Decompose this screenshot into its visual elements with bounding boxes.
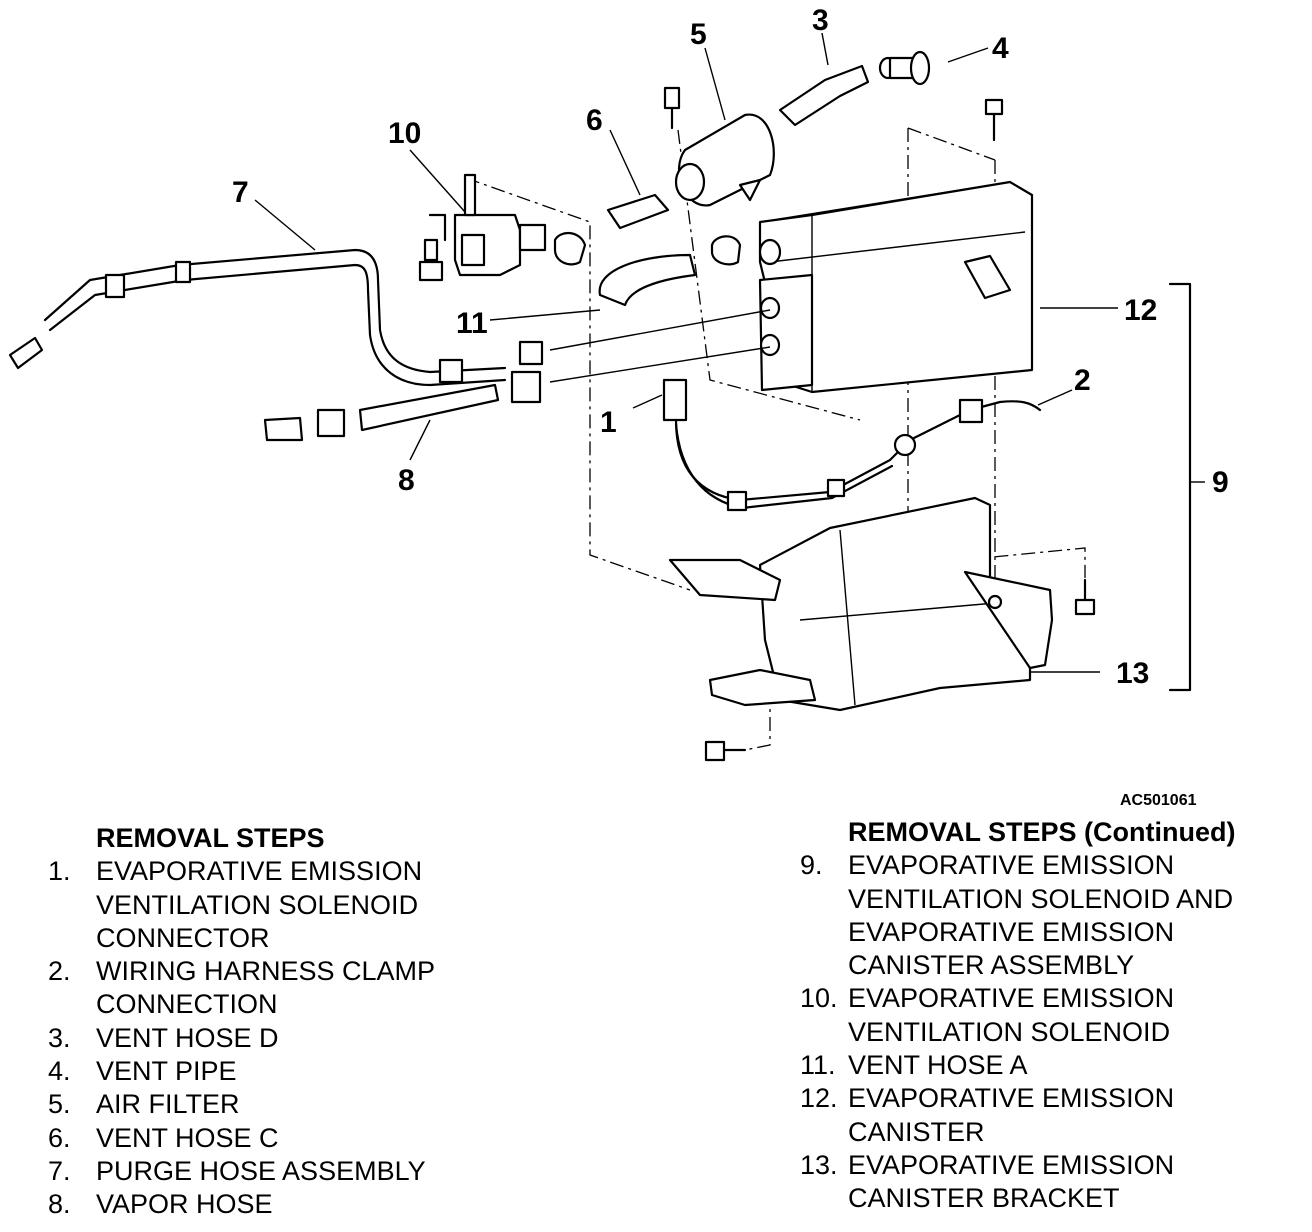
list-item: 7. PURGE HOSE ASSEMBLY	[48, 1155, 608, 1188]
callout-3: 3	[812, 4, 829, 37]
list-item: 8. VAPOR HOSE	[48, 1188, 608, 1221]
removal-steps-list: REMOVAL STEPS 1. EVAPORATIVE EMISSION VEN…	[48, 822, 608, 1222]
purge-hose-assembly	[8, 248, 544, 387]
callout-2: 2	[1074, 364, 1091, 397]
step-text: PURGE HOSE ASSEMBLY	[96, 1155, 426, 1186]
list-item: 13. EVAPORATIVE EMISSION CANISTER BRACKET	[800, 1149, 1300, 1216]
callout-9: 9	[1212, 466, 1229, 499]
figure-id: AC501061	[1120, 792, 1197, 809]
step-number: 7.	[48, 1155, 71, 1186]
callout-4: 4	[992, 32, 1009, 65]
list-item: 9. EVAPORATIVE EMISSION VENTILATION SOLEN…	[800, 849, 1300, 982]
list-item: 2. WIRING HARNESS CLAMP CONNECTION	[48, 955, 608, 1022]
callout-1: 1	[600, 406, 617, 439]
bolts	[704, 98, 1096, 762]
callout-6: 6	[586, 104, 603, 137]
callout-12: 12	[1124, 294, 1157, 327]
step-number: 10.	[800, 983, 838, 1014]
removal-steps-continued-heading: REMOVAL STEPS (Continued)	[848, 817, 1236, 847]
step-number: 4.	[48, 1056, 71, 1087]
ventilation-solenoid	[418, 173, 547, 282]
leader-lines	[254, 32, 1205, 692]
vent-pipe	[878, 50, 931, 86]
list-item: 5. AIR FILTER	[48, 1088, 608, 1121]
step-text: VENT HOSE D	[96, 1022, 279, 1053]
vent-hose-d	[778, 64, 870, 127]
step-number: 8.	[48, 1189, 71, 1220]
step-number: 5.	[48, 1089, 71, 1120]
air-filter	[663, 86, 775, 207]
step-text: EVAPORATIVE EMISSION VENTILATION SOLENOI…	[96, 856, 423, 953]
step-text: EVAPORATIVE EMISSION VENTILATION SOLENOI…	[848, 850, 1234, 981]
solenoid-connector	[662, 378, 1042, 512]
callout-7: 7	[232, 176, 249, 209]
callout-13: 13	[1116, 657, 1149, 690]
step-text: VENT HOSE A	[848, 1050, 1028, 1081]
step-number: 3.	[48, 1022, 71, 1053]
callout-labels: 1 2 3 4 5 6 7 8 9 10 11 12 13	[232, 4, 1229, 690]
step-text: VENT HOSE C	[96, 1122, 279, 1153]
exploded-view-diagram: 1 2 3 4 5 6 7 8 9 10 11 12 13	[8, 4, 1229, 762]
removal-steps-heading: REMOVAL STEPS	[96, 823, 325, 853]
step-number: 6.	[48, 1122, 71, 1153]
step-number: 2.	[48, 956, 71, 987]
step-number: 13.	[800, 1149, 838, 1180]
step-text: EVAPORATIVE EMISSION CANISTER	[848, 1083, 1175, 1147]
step-text: EVAPORATIVE EMISSION CANISTER BRACKET	[848, 1149, 1175, 1214]
step-number: 9.	[800, 850, 823, 881]
canister-bracket	[668, 496, 1054, 712]
step-text: VENT PIPE	[96, 1056, 237, 1087]
step-text: WIRING HARNESS CLAMP CONNECTION	[96, 956, 436, 1020]
step-text: VAPOR HOSE	[96, 1189, 273, 1220]
callout-10: 10	[388, 117, 421, 150]
list-item: 6. VENT HOSE C	[48, 1122, 608, 1155]
step-text: AIR FILTER	[96, 1089, 240, 1120]
list-item: 3. VENT HOSE D	[48, 1022, 608, 1055]
callout-8: 8	[398, 464, 415, 497]
vent-hose-c	[606, 193, 670, 230]
callout-11: 11	[456, 307, 488, 340]
list-item: 10. EVAPORATIVE EMISSION VENTILATION SOLE…	[800, 982, 1300, 1049]
vent-hose-a	[553, 232, 742, 307]
step-text: EVAPORATIVE EMISSION VENTILATION SOLENOI…	[848, 983, 1175, 1047]
vapor-hose	[263, 370, 542, 442]
step-number: 11.	[800, 1050, 836, 1081]
removal-steps-continued-list: REMOVAL STEPS (Continued) 9. EVAPORATIVE …	[800, 816, 1300, 1216]
list-item: 11. VENT HOSE A	[800, 1049, 1300, 1082]
callout-5: 5	[690, 18, 707, 51]
list-item: 12. EVAPORATIVE EMISSION CANISTER	[800, 1082, 1300, 1149]
list-item: 4. VENT PIPE	[48, 1055, 608, 1088]
step-number: 12.	[800, 1083, 838, 1114]
evaporative-emission-canister	[758, 180, 1034, 394]
list-item: 1. EVAPORATIVE EMISSION VENTILATION SOLEN…	[48, 855, 608, 955]
step-number: 1.	[48, 856, 71, 887]
